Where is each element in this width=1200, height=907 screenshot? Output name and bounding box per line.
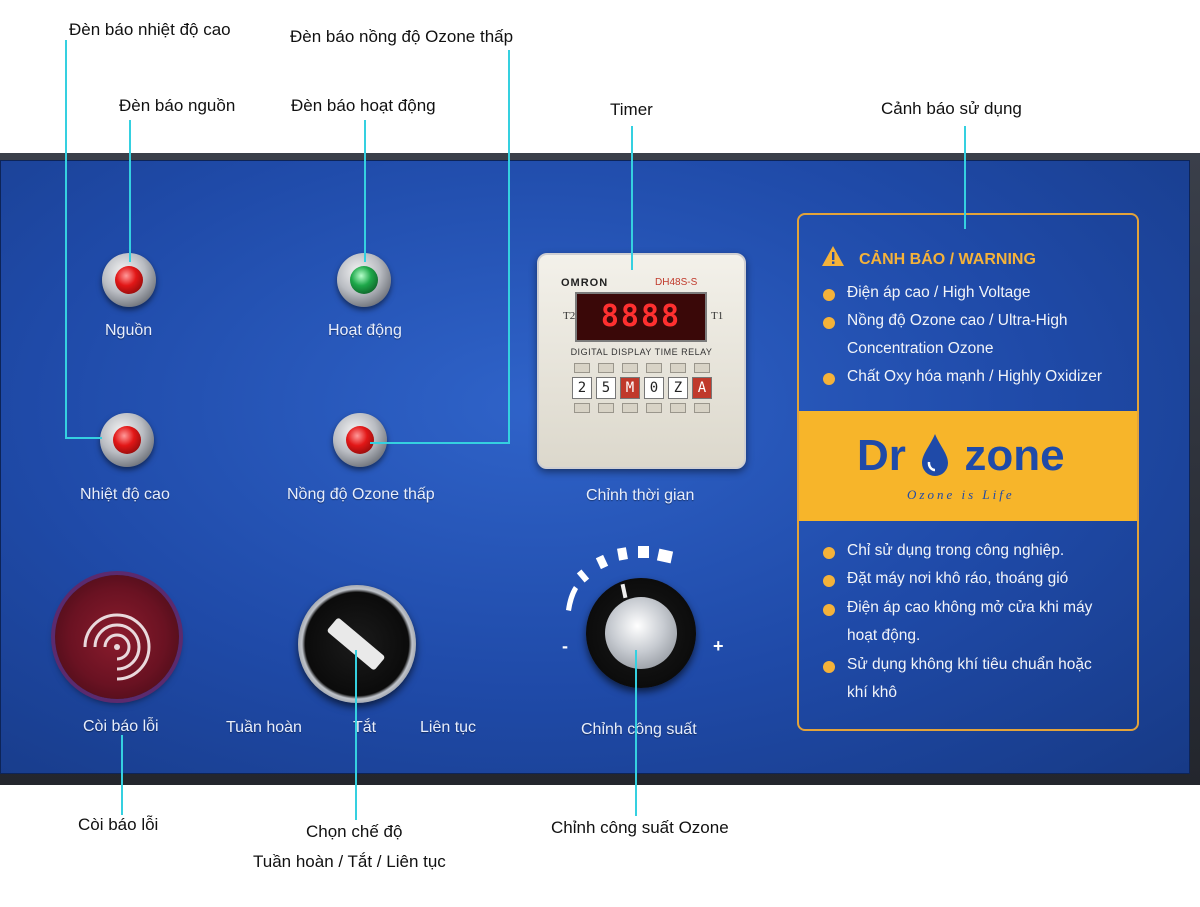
logo-tagline: Ozone is Life	[907, 487, 1015, 502]
timer-display: 8888	[575, 292, 707, 342]
low-ozone-label: Nồng độ Ozone thấp	[287, 486, 435, 503]
warning-item: Điện áp cao / High Voltage	[847, 284, 1031, 301]
timer-digit-switches[interactable]: 2 5 M 0 Z A	[572, 363, 712, 413]
digit-switch[interactable]: 0	[644, 363, 664, 413]
power-label: Nguồn	[105, 322, 153, 339]
plus-sign: +	[713, 636, 724, 656]
callout-timer: Timer	[610, 100, 653, 119]
buzzer-label: Còi báo lỗi	[83, 718, 159, 735]
mode-cycle-label: Tuần hoàn	[226, 719, 302, 736]
power-scale-icon	[566, 546, 674, 611]
logo-text-right: zone	[964, 431, 1065, 480]
digit-switch[interactable]: 2	[572, 363, 592, 413]
operation-label: Hoạt động	[328, 322, 402, 339]
power-adjust-knob[interactable]	[586, 578, 696, 688]
high-temp-indicator-lamp	[100, 413, 154, 467]
digit-value: M	[620, 377, 640, 399]
callout-operation: Đèn báo hoạt động	[291, 96, 436, 115]
warning-item: Concentration Ozone	[847, 340, 994, 357]
warning-item: Chất Oxy hóa mạnh / Highly Oxidizer	[847, 368, 1102, 385]
bullet-icon	[823, 373, 835, 385]
digit-switch[interactable]: Z	[668, 363, 688, 413]
digit-value: 5	[596, 377, 616, 399]
bullet-icon	[823, 604, 835, 616]
callout-buzzer: Còi báo lỗi	[78, 815, 159, 834]
timer-label: Chỉnh thời gian	[586, 487, 695, 504]
callout-mode-options: Tuần hoàn / Tắt / Liên tục	[253, 852, 446, 871]
warning-item: Chỉ sử dụng trong công nghiệp.	[847, 542, 1065, 559]
low-ozone-indicator-lamp	[333, 413, 387, 467]
timer-caption: DIGITAL DISPLAY TIME RELAY	[570, 347, 713, 357]
timer-brand: OMRON	[561, 277, 609, 289]
digit-value: 0	[644, 377, 664, 399]
warning-icon	[822, 246, 844, 266]
sound-waves-icon	[83, 613, 151, 681]
bullet-icon	[823, 575, 835, 587]
warning-item: hoạt động.	[847, 627, 921, 644]
digit-value: 2	[572, 377, 592, 399]
mode-off-label: Tắt	[353, 719, 377, 736]
digit-switch[interactable]: M	[620, 363, 640, 413]
digit-value: A	[692, 377, 712, 399]
callout-power-adjust: Chỉnh công suất Ozone	[551, 818, 729, 837]
water-drop-icon	[922, 434, 949, 476]
logo-text-left: Dr	[857, 431, 906, 480]
power-knob-label: Chỉnh công suất	[581, 721, 697, 738]
error-buzzer	[55, 575, 179, 699]
digit-value: Z	[668, 377, 688, 399]
warning-item: Sử dụng không khí tiêu chuẩn hoặc	[847, 656, 1092, 673]
timer-model: DH48S-S	[655, 277, 698, 288]
brand-band: Dr zone Ozone is Life	[799, 411, 1137, 521]
bullet-icon	[823, 661, 835, 673]
warning-item: Điện áp cao không mở cửa khi máy	[847, 599, 1093, 616]
callout-power: Đèn báo nguồn	[119, 96, 236, 115]
timer-t2-label: T2	[563, 310, 576, 322]
timer-t1-label: T1	[711, 310, 724, 322]
drozone-logo: Dr zone	[857, 431, 1065, 481]
bullet-icon	[823, 547, 835, 559]
callout-high-temp: Đèn báo nhiệt độ cao	[69, 20, 231, 39]
omron-timer[interactable]: OMRON DH48S-S T2 8888 T1 DIGITAL DISPLAY…	[537, 253, 746, 469]
callout-low-ozone: Đèn báo nồng độ Ozone thấp	[290, 27, 514, 46]
callout-mode-select: Chọn chế độ	[306, 822, 403, 841]
digit-switch[interactable]: A	[692, 363, 712, 413]
callout-usage-warning: Cảnh báo sử dụng	[881, 99, 1022, 118]
bullet-icon	[823, 317, 835, 329]
high-temp-label: Nhiệt độ cao	[80, 486, 170, 503]
warning-item: Nồng độ Ozone cao / Ultra-High	[847, 312, 1068, 329]
digit-switch[interactable]: 5	[596, 363, 616, 413]
warning-item: Đặt máy nơi khô ráo, thoáng gió	[847, 570, 1069, 587]
warning-item: khí khô	[847, 684, 897, 701]
mode-continuous-label: Liên tục	[420, 719, 477, 736]
minus-sign: -	[562, 636, 568, 656]
warning-title: CẢNH BÁO / WARNING	[859, 251, 1036, 268]
bullet-icon	[823, 289, 835, 301]
warning-card: CẢNH BÁO / WARNING Điện áp cao / High Vo…	[797, 213, 1139, 731]
